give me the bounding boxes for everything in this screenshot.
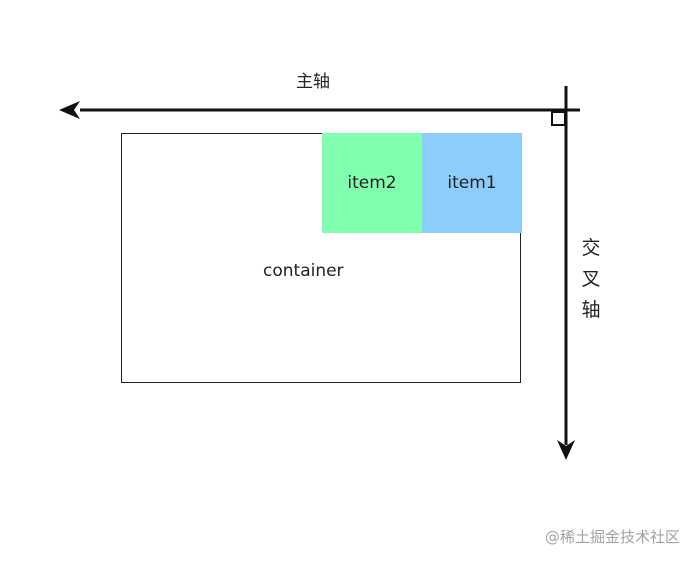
item1-box: item1 [422,133,522,233]
watermark: @稀土掘金技术社区 [544,528,680,546]
item2-box: item2 [322,133,422,233]
left-arrow-icon [59,101,80,119]
item1-label: item1 [447,173,497,193]
down-arrow-icon [557,440,575,460]
cross-axis-label: 交 叉 轴 [581,239,601,332]
container-label: container [263,261,344,281]
cross-axis-char-2: 叉 [581,268,601,290]
item2-label: item2 [347,173,397,193]
main-axis-label: 主轴 [296,72,330,92]
cross-axis-char-3: 轴 [581,299,601,321]
right-angle-marker-icon [551,111,566,126]
cross-axis-char-1: 交 [581,237,601,259]
